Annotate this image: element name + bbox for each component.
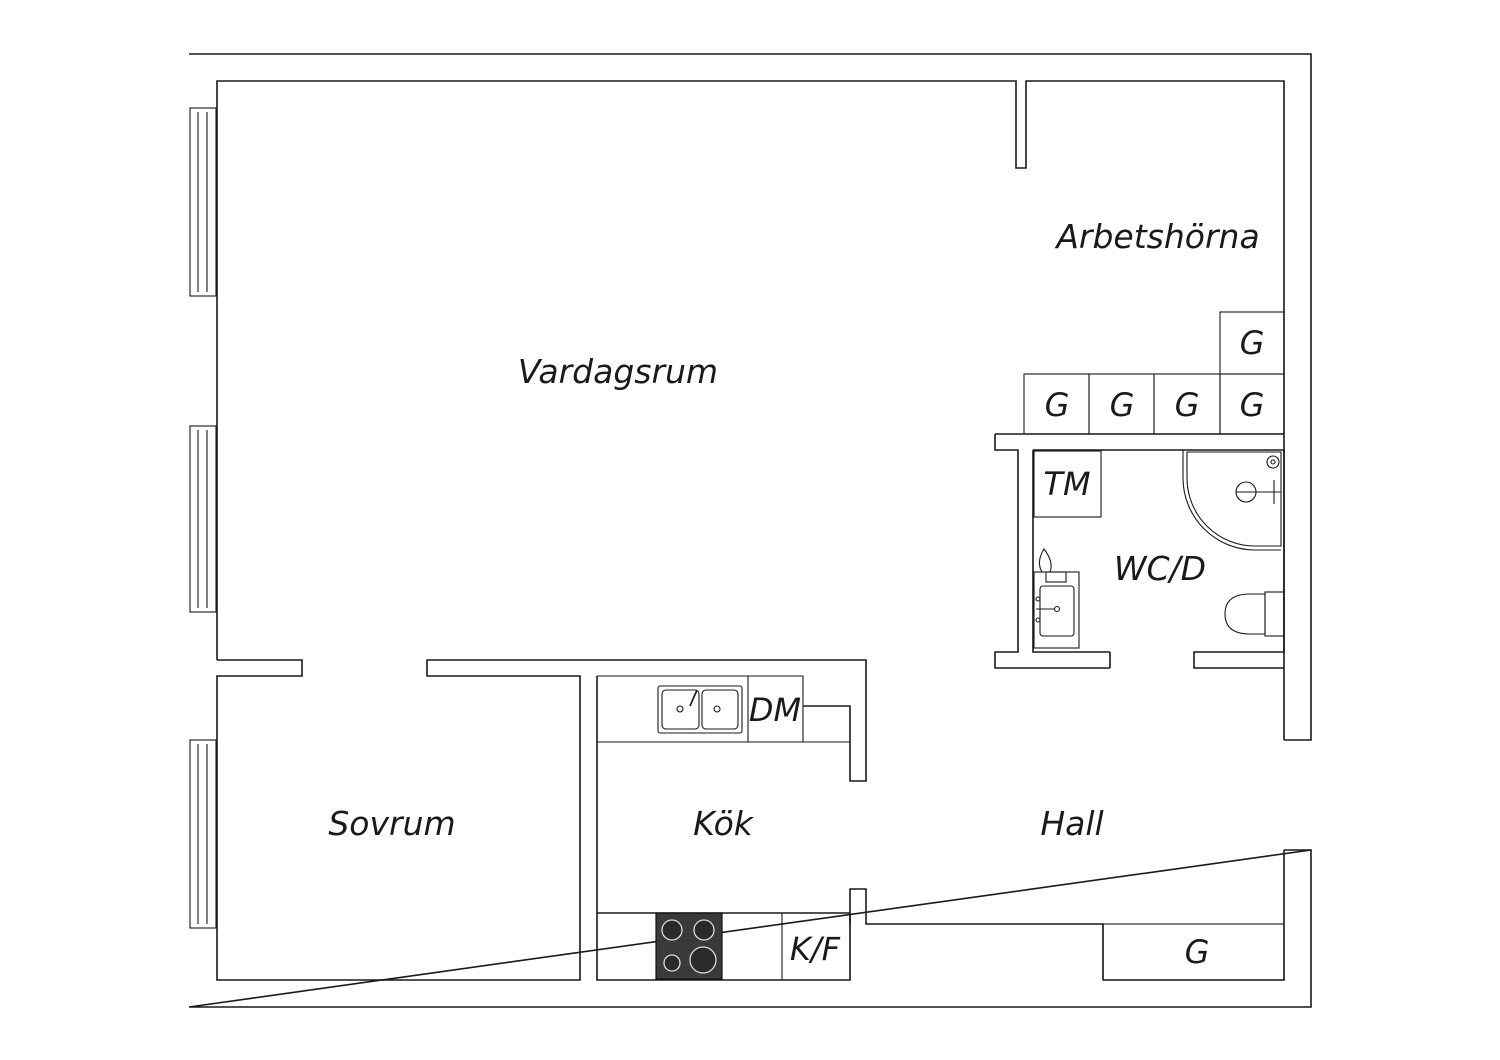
kitchen-counter-top [597,675,850,743]
shower-icon [1182,450,1282,551]
wall-kitchen-hall [849,888,1104,980]
closet-label: G [1045,386,1070,424]
window-1 [189,107,217,297]
wall-bathroom [994,433,1285,669]
room-label-hall: Hall [1040,804,1103,843]
room-label-kok: Kök [693,804,755,843]
room-label-vardagsrum: Vardagsrum [518,352,718,391]
stove-icon [655,912,723,980]
hall-closet [1102,923,1285,981]
window-2 [189,425,217,613]
inner-wall-top [216,80,1285,740]
room-label-sovrum: Sovrum [328,804,455,843]
fridge-freezer-label: K/F [790,930,841,968]
dishwasher-label: DM [749,691,801,729]
washing-machine-label: TM [1043,465,1090,503]
hall-closet-label: G [1185,933,1210,971]
toilet-icon [1224,591,1285,637]
room-label-arbetshorna: Arbetshörna [1054,217,1259,256]
room-label-wc: WC/D [1114,549,1206,588]
closet-label: G [1240,324,1265,362]
closet-label: G [1175,386,1200,424]
window-3 [189,739,217,929]
bathroom-sink-icon [1033,548,1080,649]
outer-wall [188,53,1312,1008]
closet-label: G [1240,386,1265,424]
wall-living-bedroom [216,659,867,981]
kitchen-sink-icon [657,685,743,734]
washing-machine [1033,450,1102,518]
closet-label: G [1110,386,1135,424]
